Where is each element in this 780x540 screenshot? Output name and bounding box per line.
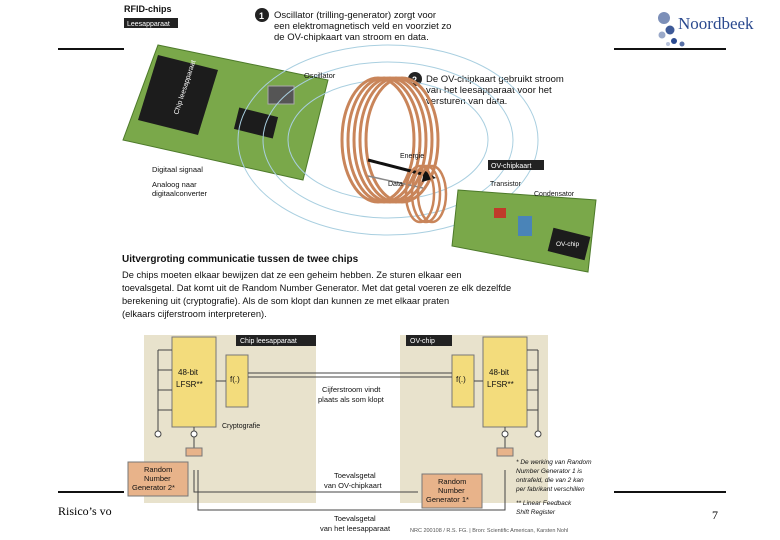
middle-line-4: (elkaars cijferstroom interpreteren).	[122, 309, 267, 319]
middle-line-1: De chips moeten elkaar bewijzen dat ze e…	[122, 270, 462, 280]
noordbeek-logo	[658, 12, 685, 47]
connection-lines	[157, 349, 539, 511]
data-label: Data	[388, 181, 403, 188]
rng-left	[127, 461, 189, 497]
middle-heading: Uitvergroting communicatie tussen de twe…	[122, 254, 359, 265]
oscillator-part	[267, 85, 295, 105]
condensator-label: Condensator	[534, 191, 575, 198]
note1-line4: per fabrikant verschillen	[515, 486, 585, 493]
top-rule-right	[614, 48, 726, 50]
step1-number: 1	[259, 11, 264, 21]
step1-line3: de OV-chipkaart van stroom en data.	[274, 32, 429, 43]
lfsr-right-line1: 48-bit	[489, 368, 510, 377]
reader-chip	[138, 55, 218, 135]
cijfer-line2: plaats als som klopt	[318, 395, 385, 404]
reader-coil	[340, 76, 440, 204]
right-panel-header: OV-chip	[410, 338, 435, 345]
rng-right-line2: Number	[438, 486, 465, 495]
transistor-label: Transistor	[490, 181, 522, 188]
step2-line1: De OV-chipkaart gebruikt stroom	[426, 74, 564, 85]
mixer-right	[496, 447, 514, 457]
transistor-part	[494, 208, 506, 218]
rng-left-line3: Generator 2*	[132, 483, 175, 492]
lfsr-right-line2: LFSR**	[487, 380, 514, 389]
ov-chip-label: OV-chip	[556, 241, 580, 248]
mixer-left	[185, 447, 203, 457]
rng-left-line2: Number	[144, 474, 171, 483]
toeval1-line1: Toevalsgetal	[334, 471, 376, 480]
rng-right-line3: Generator 1*	[426, 495, 469, 504]
note1-line3: ontrafeld, die van 2 kan	[516, 477, 584, 484]
note1-line2: Number Generator 1 is	[516, 468, 583, 475]
f-right-label: f(.)	[456, 375, 466, 384]
badge-bg	[124, 18, 178, 28]
bottom-rule-left	[58, 491, 124, 493]
toeval2-line1: Toevalsgetal	[334, 514, 376, 523]
note1-line1: * De werking van Random	[516, 459, 592, 466]
bottom-rule-right	[614, 491, 726, 493]
toeval2-line2: van het leesapparaat	[320, 524, 391, 533]
rfid-title: RFID-chips	[124, 4, 172, 14]
lfsr-left-line2: LFSR**	[176, 380, 203, 389]
lfsr-left	[171, 336, 217, 428]
adc-chip	[233, 107, 279, 139]
top-rule-left	[58, 48, 124, 50]
cijfer-line1: Cijferstroom vindt	[322, 385, 381, 394]
rfid-infographic: RFID-chips Leesapparaat 1 Oscillator (tr…	[122, 4, 597, 534]
step1-line2: een elektromagnetisch veld en voorziet z…	[274, 21, 451, 32]
ovcard-badge-bg	[488, 160, 544, 170]
logo-text: Noordbeek	[678, 14, 754, 33]
ovcard-label: OV-chipkaart	[491, 163, 532, 170]
badge-label: Leesapparaat	[127, 21, 170, 28]
digital-label: Digitaal signaal	[152, 165, 203, 174]
rng-left-line1: Random	[144, 465, 172, 474]
energy-label: Energie	[400, 153, 424, 160]
ov-chip-part	[547, 227, 591, 261]
energy-arrow	[367, 158, 431, 178]
note2-line2: Shift Register	[516, 509, 556, 516]
analog-label-2: digitaalconverter	[152, 189, 208, 198]
analog-label-1: Analoog naar	[152, 180, 197, 189]
step2-line2: van het leesapparaat voor het	[426, 85, 552, 96]
step1-marker	[255, 8, 269, 22]
middle-line-2: toevalsgetal. Dat komt uit de Random Num…	[122, 283, 511, 293]
oscillator-label: Oscillator	[304, 71, 336, 80]
footer-text: Risico’s vo	[58, 504, 112, 518]
lfsr-left-line1: 48-bit	[178, 368, 199, 377]
note2-line1: ** Linear Feedback	[516, 500, 572, 507]
rng-right	[421, 473, 483, 509]
toeval1-line2: van OV-chipkaart	[324, 481, 382, 490]
condensator-part	[518, 216, 532, 236]
step2-line3: versturen van data.	[426, 96, 507, 107]
page-number: 7	[712, 508, 718, 522]
source-credit: NRC 200108 / R.S. FG. | Bron: Scientific…	[410, 528, 568, 534]
data-arrow	[367, 175, 424, 189]
card-coil	[404, 164, 448, 224]
middle-line-3: berekening uit (cryptografie). Als de so…	[122, 296, 449, 306]
step1-line1: Oscillator (trilling-generator) zorgt vo…	[274, 10, 436, 21]
left-panel-header: Chip leesapparaat	[240, 338, 297, 345]
crypto-label: Cryptografie	[222, 423, 260, 430]
f-left-label: f(.)	[230, 375, 240, 384]
rng-right-line1: Random	[438, 477, 466, 486]
